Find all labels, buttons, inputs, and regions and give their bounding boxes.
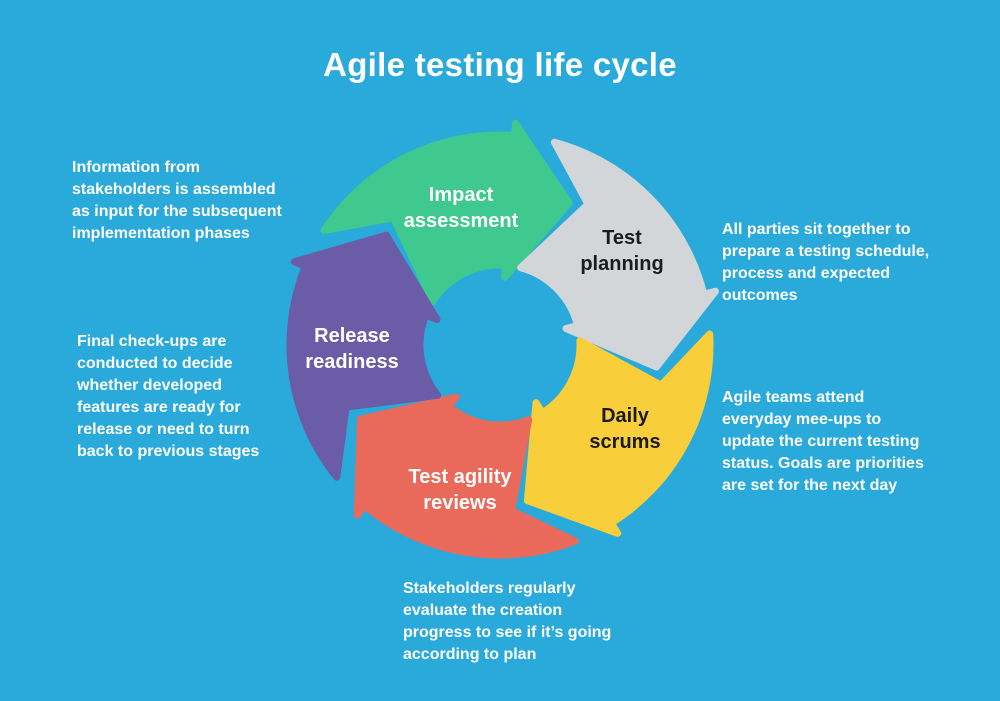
segment-label-line: reviews <box>423 492 497 514</box>
annotation-impact-assessment-note: Information from stakeholders is assemble… <box>72 157 282 245</box>
annotation-line: Information from <box>72 159 200 176</box>
segment-label-impact-assessment: Impact assessment <box>404 182 519 234</box>
annotation-line: conducted to decide <box>77 355 233 372</box>
segment-label-line: assessment <box>403 210 519 232</box>
annotation-daily-scrums-note: Agile teams attend everyday mee-ups to upd… <box>722 387 924 497</box>
segment-label-line: Daily <box>601 405 649 427</box>
annotation-line: evaluate the creation <box>403 602 563 619</box>
segment-label-line: planning <box>580 253 664 275</box>
page-title: Agile testing life cycle <box>323 46 677 83</box>
annotation-line: everyday mee-ups to <box>722 411 882 428</box>
annotation-release-readiness-note: Final check-ups are conducted to decide wh… <box>77 331 259 463</box>
segment-label-release-readiness: Release readiness <box>305 323 398 375</box>
cycle-segment-arrow-test-planning <box>517 138 719 371</box>
segment-label-test-planning: Test planning <box>580 225 663 277</box>
annotation-line: according to plan <box>403 646 537 663</box>
cycle-segment-arrow-release-readiness <box>286 231 442 481</box>
cycle-segment-arrow-daily-scrums <box>523 330 714 537</box>
segment-label-test-agility-reviews: Test agility reviews <box>409 464 512 516</box>
annotation-line: Final check-ups are <box>77 333 227 350</box>
annotation-line: process and expected <box>722 265 891 282</box>
annotation-line: are set for the next day <box>722 477 898 494</box>
cycle-segment-arrow-impact-assessment <box>320 120 573 305</box>
annotation-line: features are ready for <box>77 399 241 416</box>
annotation-line: progress to see if it’s going <box>403 624 612 641</box>
annotation-test-agility-reviews-note: Stakeholders regularly evaluate the creat… <box>403 578 611 666</box>
segment-label-line: Test agility <box>408 466 512 488</box>
annotation-test-planning-note: All parties sit together to prepare a tes… <box>722 219 929 307</box>
annotation-line: whether developed <box>77 377 222 394</box>
annotation-line: back to previous stages <box>77 443 260 460</box>
annotation-line: Stakeholders regularly <box>403 580 576 597</box>
segment-label-daily-scrums: Daily scrums <box>589 403 660 455</box>
segment-label-line: Release <box>314 325 390 347</box>
annotation-line: implementation phases <box>72 225 250 242</box>
annotation-line: prepare a testing schedule, <box>722 243 930 260</box>
annotation-line: Agile teams attend <box>722 389 865 406</box>
segment-label-line: scrums <box>589 431 661 453</box>
annotation-line: status. Goals are priorities <box>722 455 924 472</box>
annotation-line: as input for the subsequent <box>72 203 282 220</box>
segment-label-line: Impact <box>428 184 494 206</box>
annotation-line: outcomes <box>722 287 798 304</box>
segment-label-line: Test <box>602 227 642 249</box>
annotation-line: All parties sit together to <box>722 221 911 238</box>
annotation-line: release or need to turn <box>77 421 250 438</box>
cycle-segment-arrow-test-agility-reviews <box>353 393 579 559</box>
annotation-line: stakeholders is assembled <box>72 181 276 198</box>
annotation-line: update the current testing <box>722 433 920 450</box>
segment-label-line: readiness <box>305 351 399 373</box>
